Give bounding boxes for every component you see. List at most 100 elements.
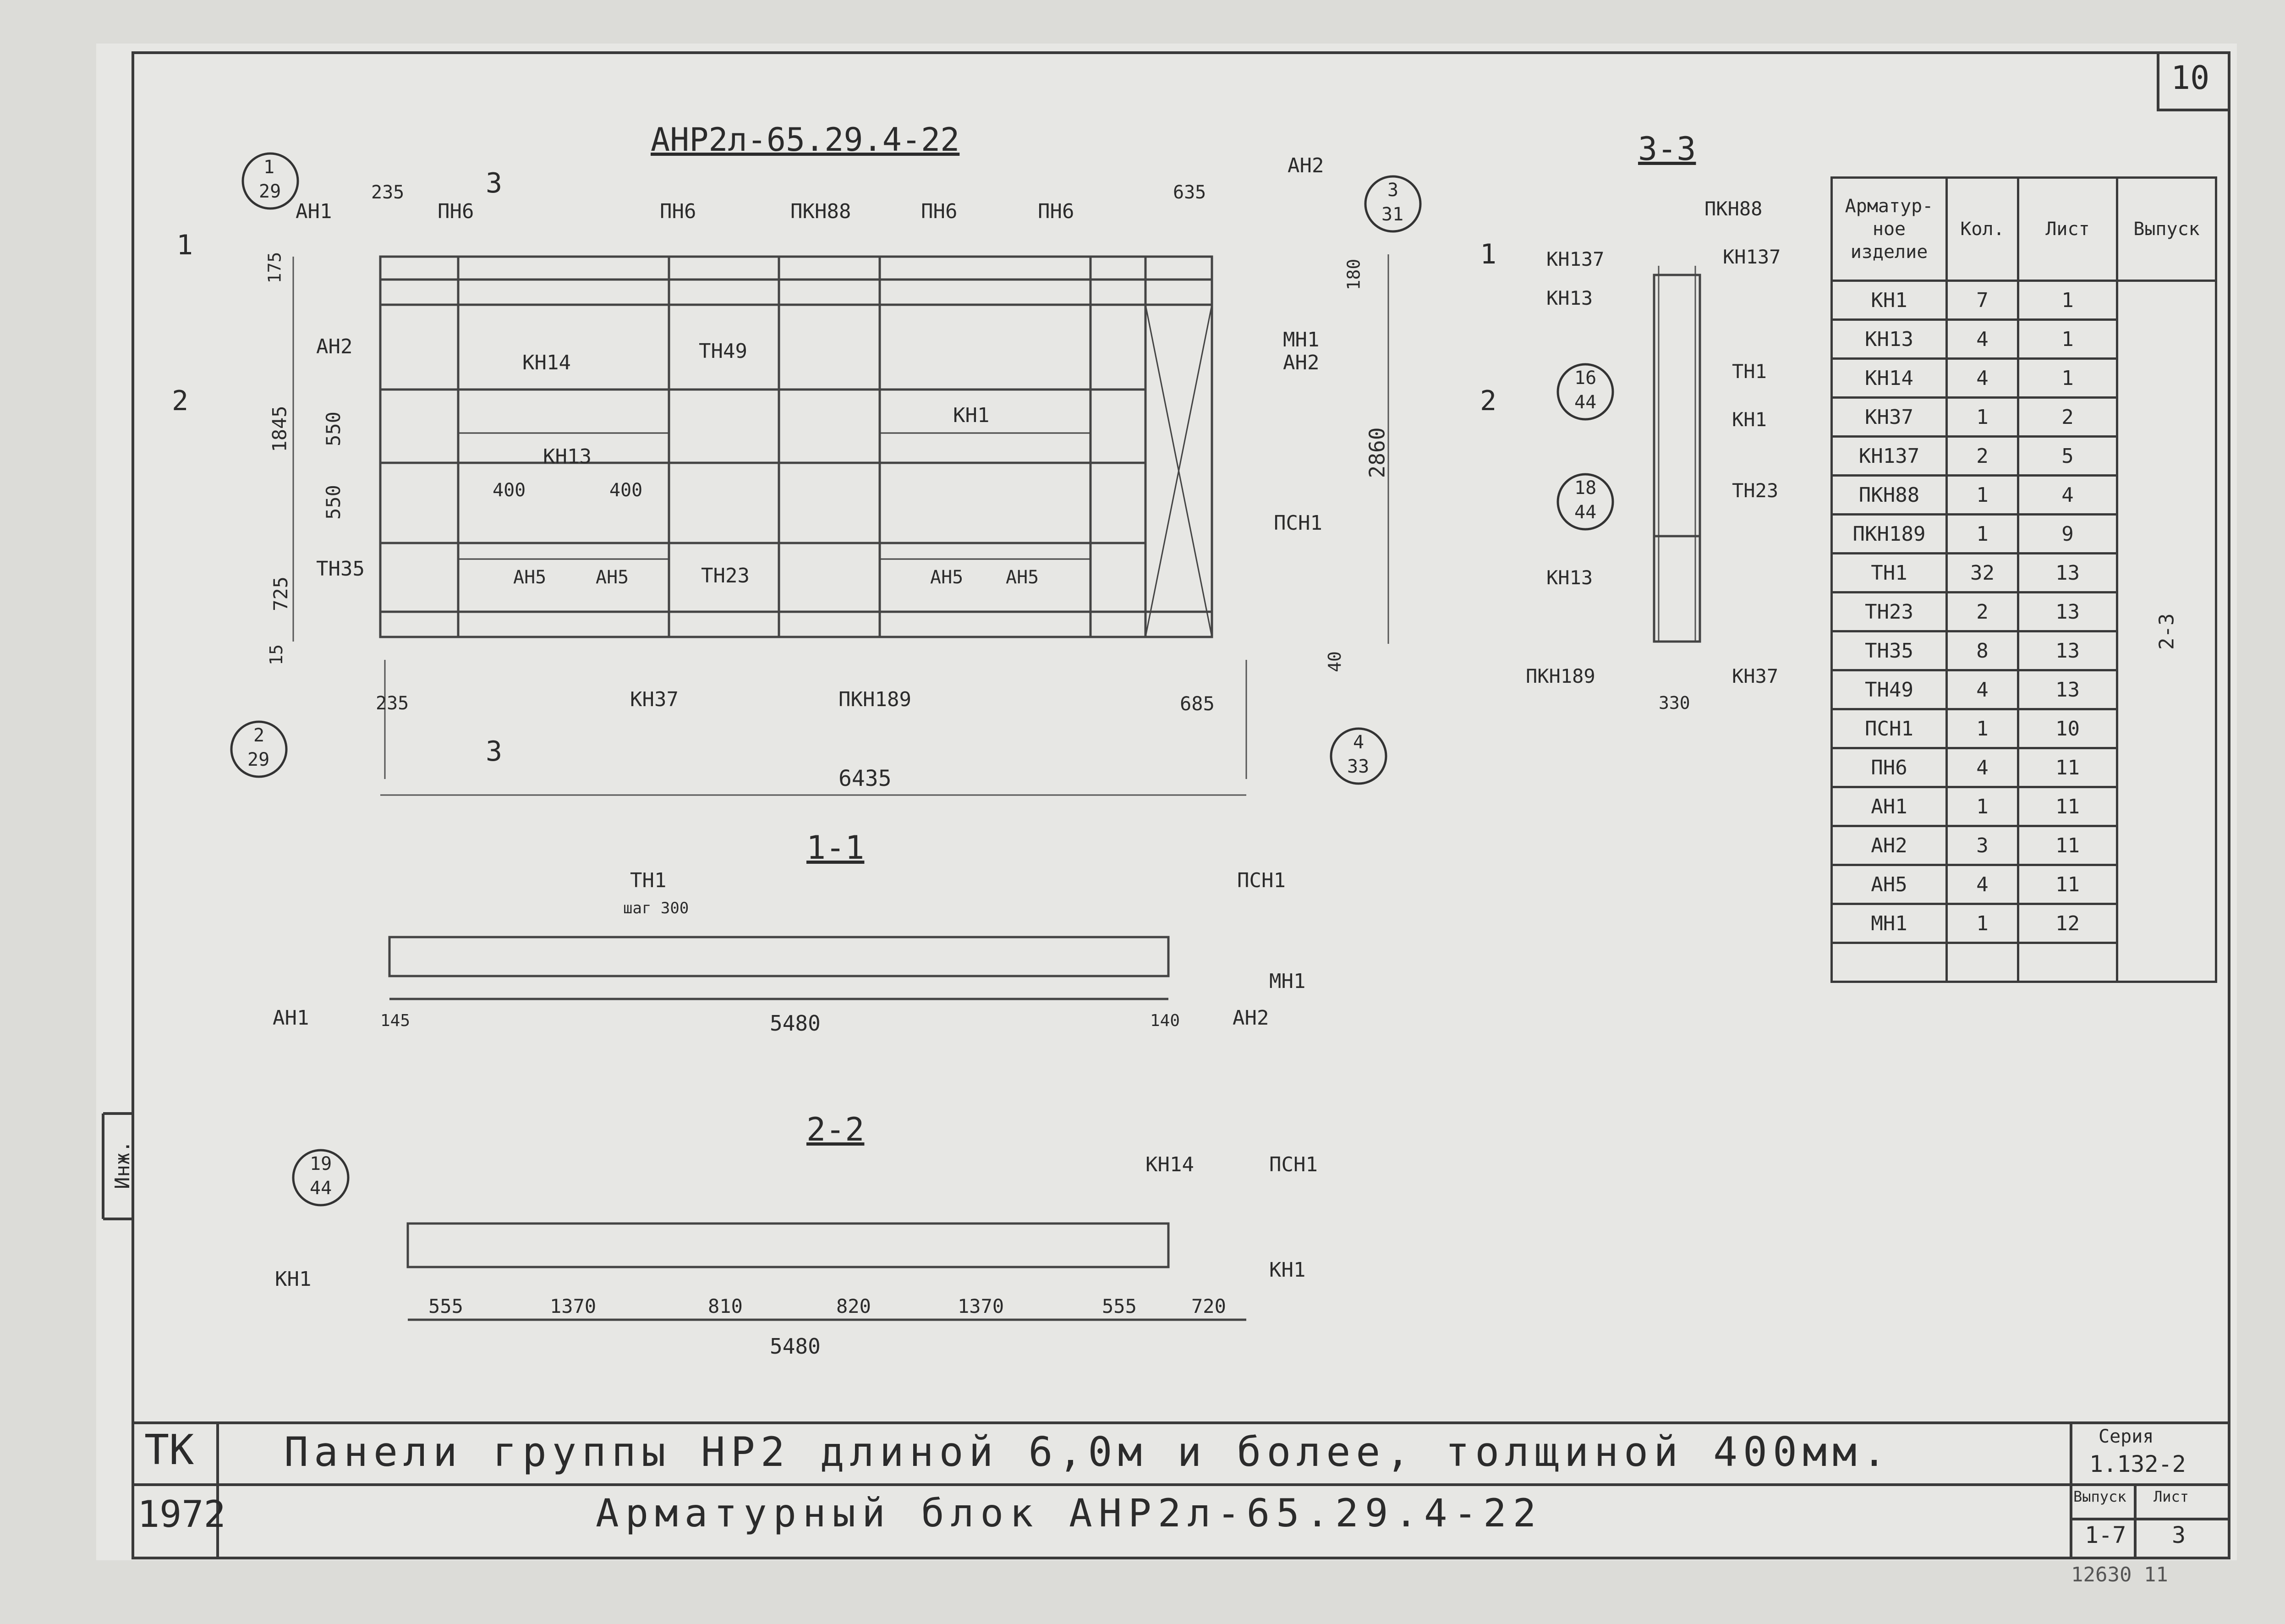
- title-line-2: Арматурный блок АНР2л-65.29.4-22: [596, 1491, 1543, 1536]
- section-3-title: 3-3: [1638, 130, 1696, 168]
- spec-qty: 1: [1945, 513, 2019, 554]
- spec-empty-cell: [1945, 942, 2019, 983]
- spec-qty: 8: [1945, 630, 2019, 671]
- spec-qty: 3: [1945, 825, 2019, 866]
- spec-row-empty: [1830, 942, 2216, 983]
- label-pkn88: ПКН88: [790, 200, 851, 223]
- spec-header-item: Арматур-ное изделие: [1830, 176, 1948, 282]
- issue-label: Выпуск: [2073, 1488, 2126, 1505]
- label-kn37: КН37: [630, 688, 679, 711]
- dimension: 145: [380, 1011, 411, 1030]
- series-label: Серия: [2099, 1426, 2154, 1447]
- spec-table: Арматур-ное изделие Кол. Лист Выпуск КН1…: [1830, 176, 2217, 983]
- section-mark: 3: [486, 735, 503, 768]
- spec-item: ПСН1: [1830, 708, 1948, 749]
- spec-sheet: 1: [2017, 280, 2118, 321]
- dimension: 820: [836, 1295, 871, 1317]
- spec-sheet: 11: [2017, 825, 2118, 866]
- callout-bottom: 29: [259, 181, 281, 202]
- spec-sheet: 2: [2017, 396, 2118, 438]
- dimension: 140: [1150, 1011, 1180, 1030]
- label-ah2: АН2: [316, 335, 353, 358]
- section-mark: 2: [1480, 385, 1497, 417]
- plan-view: [379, 255, 1213, 638]
- label-ah1: АН1: [273, 1006, 309, 1030]
- label-kn1: КН1: [1269, 1258, 1306, 1282]
- spec-item: АН2: [1830, 825, 1948, 866]
- spec-sheet: 13: [2017, 591, 2118, 632]
- year: 1972: [137, 1493, 226, 1536]
- callout-bottom: 44: [1574, 392, 1597, 413]
- label-psn1: ПСН1: [1274, 511, 1322, 535]
- label-tn23: ТН23: [701, 564, 750, 587]
- label-tn35: ТН35: [316, 557, 365, 581]
- spec-item: ПКН189: [1830, 513, 1948, 554]
- spec-sheet: 13: [2017, 669, 2118, 710]
- label-kn13: КН13: [1546, 287, 1593, 309]
- label-kn14: КН14: [522, 351, 571, 374]
- spec-item: АН1: [1830, 786, 1948, 827]
- label-psn1: ПСН1: [1237, 869, 1286, 892]
- label-pkn189: ПКН189: [838, 688, 911, 711]
- spec-sheet: 13: [2017, 630, 2118, 671]
- label-psn1: ПСН1: [1269, 1153, 1318, 1176]
- dimension: 175: [264, 252, 285, 284]
- dimension: 2860: [1364, 427, 1390, 478]
- callout-top: 2: [253, 725, 265, 746]
- spec-qty: 1: [1945, 786, 2019, 827]
- label-pn6: ПН6: [921, 200, 958, 223]
- dimension: 685: [1180, 692, 1215, 715]
- dimension: 1370: [550, 1295, 597, 1317]
- callout-circles: [230, 152, 1614, 1207]
- org-code: ТК: [144, 1426, 194, 1474]
- spec-qty: 32: [1945, 552, 2019, 593]
- spec-qty: 7: [1945, 280, 2019, 321]
- spec-sheet: 1: [2017, 357, 2118, 399]
- label-kn13: КН13: [1546, 566, 1593, 589]
- dimension: 400: [493, 480, 526, 501]
- label-step: шаг 300: [623, 899, 689, 917]
- dimension: 5480: [770, 1334, 821, 1359]
- spec-qty: 4: [1945, 864, 2019, 905]
- label-tn49: ТН49: [699, 340, 747, 363]
- dimension: 555: [1102, 1295, 1137, 1317]
- spec-item: КН137: [1830, 435, 1948, 477]
- dimension: 550: [322, 485, 345, 520]
- label-ah2: АН2: [1233, 1006, 1269, 1030]
- series-value: 1.132-2: [2089, 1451, 2186, 1477]
- label-ah5: АН5: [930, 567, 964, 588]
- spec-qty: 1: [1945, 474, 2019, 516]
- label-mn1: МН1: [1269, 970, 1306, 993]
- spec-issue: 2-3: [2117, 280, 2216, 982]
- spec-sheet: 11: [2017, 864, 2118, 905]
- section-mark: 2: [172, 385, 189, 417]
- callout-top: 19: [310, 1153, 332, 1174]
- callout-top: 4: [1353, 732, 1364, 753]
- label-ah5: АН5: [513, 567, 547, 588]
- label-kn1: КН1: [953, 404, 990, 427]
- dimension: 40: [1324, 651, 1345, 672]
- dimension: 725: [269, 576, 292, 611]
- spec-header-issue: Выпуск: [2116, 176, 2217, 282]
- dimension: 15: [266, 644, 286, 665]
- label-ah1: АН1: [296, 200, 332, 223]
- spec-qty: 4: [1945, 357, 2019, 399]
- label-kn13: КН13: [543, 445, 592, 468]
- spec-qty: 4: [1945, 318, 2019, 360]
- dimension: 810: [708, 1295, 743, 1317]
- dimension: 5480: [770, 1011, 821, 1036]
- spec-header-sheet: Лист: [2017, 176, 2118, 282]
- label-ah2: АН2: [1288, 154, 1324, 177]
- dimension: 235: [376, 693, 409, 714]
- callout-bottom: 44: [310, 1178, 332, 1199]
- label-kn137: КН137: [1723, 246, 1781, 268]
